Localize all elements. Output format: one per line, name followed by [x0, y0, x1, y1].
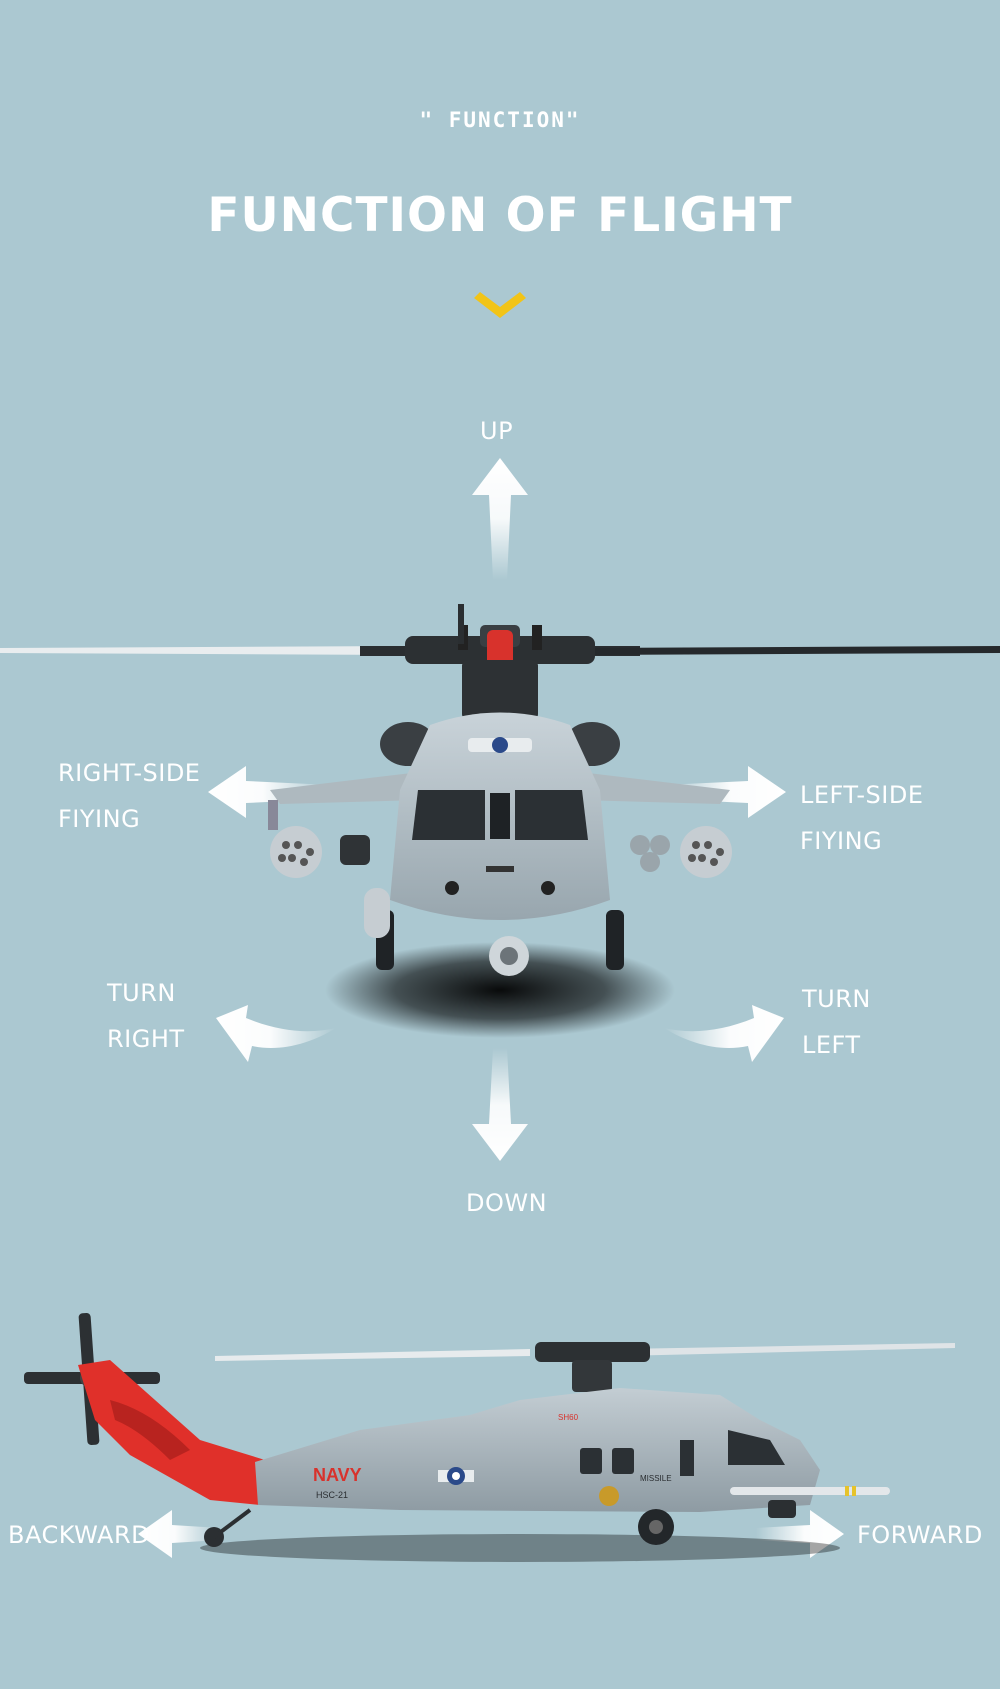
label-turn-right: TURN RIGHT [107, 970, 185, 1062]
label-turn-left: TURN LEFT [802, 976, 871, 1068]
unit-decal: HSC-21 [316, 1490, 348, 1500]
arrow-up-icon [472, 458, 528, 580]
navy-decal: NAVY [313, 1465, 362, 1485]
label-up: UP [480, 408, 513, 454]
arrow-forward-icon [756, 1510, 844, 1558]
side-helicopter-illustration: NAVY HSC-21 SH60 MISSILE [24, 1313, 955, 1562]
label-turn-left-line1: TURN [802, 985, 871, 1013]
arrow-backward-icon [138, 1510, 220, 1558]
label-left-side-line1: LEFT-SIDE [800, 781, 924, 809]
label-turn-left-line2: LEFT [802, 1031, 861, 1059]
turn-right-curved-arrow-icon [216, 1005, 336, 1062]
turn-left-curved-arrow-icon [664, 1005, 784, 1062]
label-turn-right-line2: RIGHT [107, 1025, 185, 1053]
front-helicopter-illustration [0, 604, 1000, 1038]
sh60-decal: SH60 [558, 1413, 579, 1422]
label-backward: BACKWARD [8, 1512, 150, 1558]
label-left-side-flying: LEFT-SIDE FIYING [800, 772, 924, 864]
label-down: DOWN [466, 1180, 547, 1226]
missile-decal: MISSILE [640, 1474, 672, 1483]
chevron-down-icon [474, 292, 526, 318]
label-turn-right-line1: TURN [107, 979, 176, 1007]
label-backward-text: BACKWARD [8, 1521, 151, 1549]
label-forward: FORWARD [857, 1512, 983, 1558]
arrow-down-icon [472, 1048, 528, 1161]
section-eyebrow: " FUNCTION" [419, 108, 581, 132]
label-up-text: UP [480, 417, 514, 445]
label-right-side-line1: RIGHT-SIDE [58, 759, 201, 787]
label-forward-text: FORWARD [857, 1521, 983, 1549]
label-down-text: DOWN [466, 1189, 548, 1217]
label-right-side-flying: RIGHT-SIDE FIYING [58, 750, 200, 842]
arrow-left-icon [208, 766, 330, 818]
page-title: FUNCTION OF FLIGHT [207, 188, 793, 243]
label-right-side-line2: FIYING [58, 805, 141, 833]
label-left-side-line2: FIYING [800, 827, 883, 855]
